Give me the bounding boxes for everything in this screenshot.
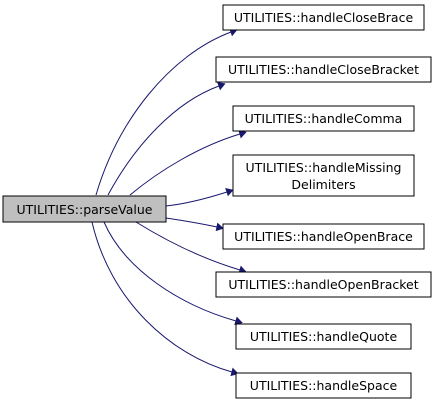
edge-to-handle-comma [129, 133, 241, 196]
arrowhead [225, 188, 234, 197]
node-label: UTILITIES::handleQuote [250, 329, 398, 344]
node-handle-close-bracket[interactable]: UTILITIES::handleCloseBracket [215, 56, 432, 83]
edge-to-handle-close-brace [95, 31, 232, 196]
node-box [215, 271, 432, 298]
edge-to-handle-open-brace [165, 217, 218, 228]
node-handle-space[interactable]: UTILITIES::handleSpace [235, 372, 412, 399]
node-label: UTILITIES::handleCloseBracket [228, 62, 419, 77]
node-box [222, 4, 425, 31]
node-label: UTILITIES::handleSpace [250, 378, 398, 393]
node-box [232, 154, 415, 197]
node-label-line-1: UTILITIES::handleMissing [246, 160, 402, 175]
node-handle-open-bracket[interactable]: UTILITIES::handleOpenBracket [215, 271, 432, 298]
root-node-label: UTILITIES::parseValue [17, 202, 153, 217]
edge-to-handle-missing-delimiters [165, 191, 228, 207]
root-node-box [2, 195, 167, 223]
edges [91, 28, 247, 377]
edge-to-handle-open-bracket [135, 221, 241, 271]
node-box [235, 323, 412, 350]
arrowhead [234, 316, 243, 326]
node-box [222, 223, 425, 250]
node-handle-comma[interactable]: UTILITIES::handleComma [232, 105, 415, 132]
arrowhead [217, 82, 226, 91]
node-label: UTILITIES::handleCloseBrace [234, 10, 414, 25]
edge-to-handle-space [91, 221, 233, 373]
node-box [235, 372, 412, 399]
node-label-line-2: Delimiters [291, 177, 355, 192]
edge-to-handle-quote [103, 221, 237, 322]
node-label: UTILITIES::handleComma [245, 111, 403, 126]
node-handle-quote[interactable]: UTILITIES::handleQuote [235, 323, 412, 350]
arrowhead [238, 129, 247, 139]
node-label: UTILITIES::handleOpenBrace [234, 229, 413, 244]
node-handle-open-brace[interactable]: UTILITIES::handleOpenBrace [222, 223, 425, 250]
edge-to-handle-close-bracket [107, 85, 220, 196]
node-handle-close-brace[interactable]: UTILITIES::handleCloseBrace [222, 4, 425, 31]
node-box [215, 56, 432, 83]
arrowhead [215, 222, 224, 232]
node-label: UTILITIES::handleOpenBracket [228, 277, 418, 292]
node-parse-value[interactable]: UTILITIES::parseValue [2, 195, 167, 223]
node-box [232, 105, 415, 132]
node-handle-missing-delimiters[interactable]: UTILITIES::handleMissing Delimiters [232, 154, 415, 197]
